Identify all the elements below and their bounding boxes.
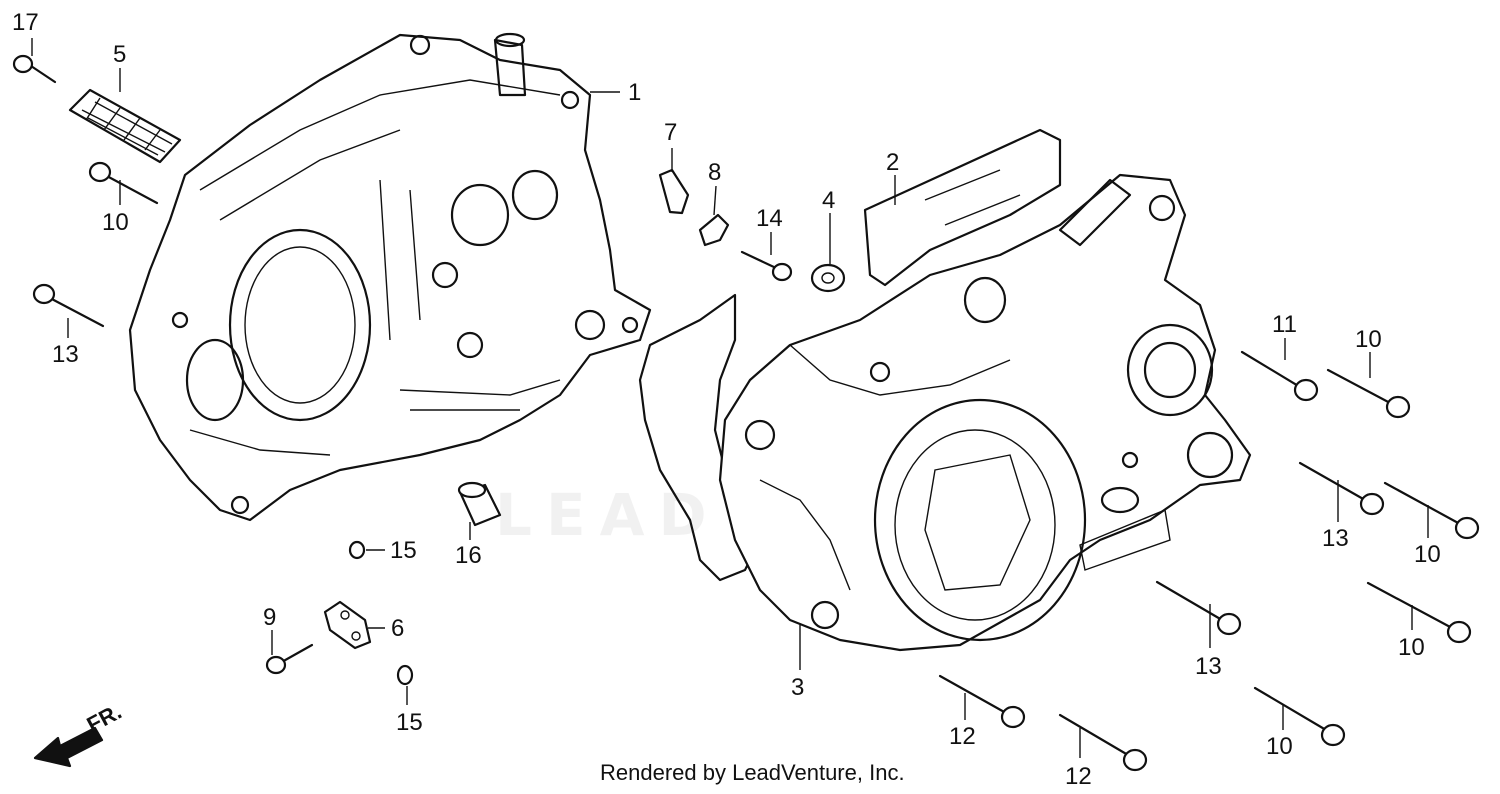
bolt-10-r1 [1326,368,1411,419]
bolt-13-r2 [1155,580,1242,636]
callout-13-r2: 13 [1195,653,1222,680]
callout-12-b: 12 [1065,763,1092,790]
bolt-10-r2 [1383,481,1480,540]
callout-13-r1: 13 [1322,525,1349,552]
callout-11: 11 [1272,311,1297,338]
callout-15-lower: 15 [396,709,423,736]
crankcase-gasket [638,293,762,582]
bolt-10-r4 [1253,686,1346,747]
bolt-10-r3 [1366,581,1472,644]
hose-clamp [658,168,690,215]
setting-plate [323,600,372,650]
bolt-11 [1240,350,1319,402]
bolt-13-left [32,283,105,328]
callout-3: 3 [791,674,804,701]
callouts: 17 5 1 10 13 7 8 14 4 2 11 10 13 10 13 1… [12,9,1441,790]
left-crankcase-half [128,32,652,522]
callout-10-r3: 10 [1398,634,1425,661]
callout-4: 4 [822,187,835,214]
callout-13-left: 13 [52,341,79,368]
callout-14: 14 [756,205,783,232]
callout-10-r1: 10 [1355,326,1382,353]
bolt-14 [740,250,793,282]
o-ring-upper [348,540,366,560]
bolt-13-r1 [1298,461,1385,516]
right-crankcase-half [718,173,1252,652]
callout-15-upper: 15 [390,537,417,564]
callout-2: 2 [886,149,899,176]
bolt-12-b [1058,713,1148,772]
small-bracket [698,213,730,247]
callout-1: 1 [628,79,641,106]
dowel-pin [457,481,502,527]
callout-10-left: 10 [102,209,129,236]
leader-lines [31,38,1429,758]
bolt-12-a [938,674,1026,729]
callout-9: 9 [263,604,276,631]
o-ring-lower [396,664,414,686]
callout-12-a: 12 [949,723,976,750]
bolt-9 [265,643,314,675]
callout-17: 17 [12,9,39,36]
sealing-washer [810,263,846,293]
callout-5: 5 [113,41,126,68]
front-direction-arrow: FR. [33,699,126,768]
callout-7: 7 [664,119,677,146]
oil-strainer-screen [68,88,182,164]
render-credit: Rendered by LeadVenture, Inc. [600,760,905,785]
callout-16: 16 [455,542,482,569]
callout-8: 8 [708,159,721,186]
guide-plate [863,128,1062,287]
callout-6: 6 [391,615,404,642]
bolt-17 [12,54,57,84]
callout-10-r2: 10 [1414,541,1441,568]
bolt-10-left [88,161,159,205]
callout-10-r4: 10 [1266,733,1293,760]
